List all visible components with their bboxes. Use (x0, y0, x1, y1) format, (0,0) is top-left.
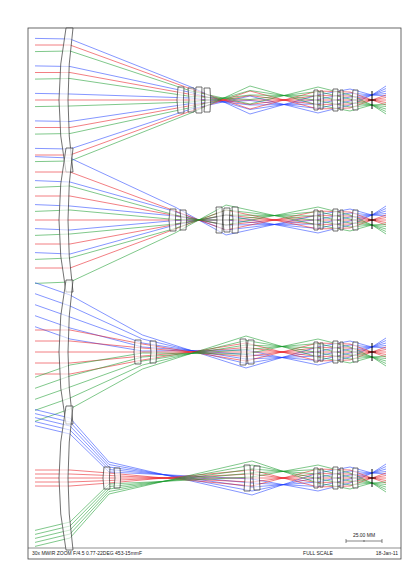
scale-note: FULL SCALE (302, 551, 334, 556)
ray (35, 341, 386, 411)
ray (35, 465, 386, 542)
ray (35, 205, 386, 283)
lens-element (332, 467, 338, 489)
lens-element (114, 468, 121, 488)
lens-element (352, 468, 358, 488)
lens-elements (59, 28, 376, 550)
lens-element (177, 87, 184, 113)
lens-element (332, 89, 338, 111)
lens-element (332, 209, 338, 231)
ray (35, 461, 386, 546)
lens-element (169, 209, 176, 231)
lens-element (314, 90, 319, 110)
ray (35, 414, 386, 491)
lens-element (134, 340, 141, 364)
axis-mark (368, 478, 376, 479)
ray (35, 172, 386, 230)
scale-bar (346, 539, 382, 543)
axis-mark (368, 352, 376, 353)
lens-element (195, 87, 202, 113)
lens-element (332, 341, 338, 363)
lens-element (240, 339, 247, 365)
lens-element (150, 341, 157, 363)
lens-element (253, 466, 260, 490)
scale-bar-label: 25.00 MM (352, 533, 376, 538)
lens-element (204, 88, 211, 112)
frame (28, 28, 401, 559)
ray (35, 89, 386, 122)
lens-element (340, 468, 343, 488)
ray (35, 210, 386, 259)
ray (35, 410, 386, 495)
lens-element (352, 342, 358, 362)
ray (35, 86, 386, 162)
lens-element (320, 91, 323, 109)
lens-element (352, 210, 358, 230)
lens-element (180, 210, 187, 230)
lens-element (340, 90, 343, 110)
lens-element (188, 88, 195, 112)
lens-element (314, 342, 319, 362)
ray (35, 86, 386, 149)
ray (35, 426, 386, 491)
lens-element (352, 90, 358, 110)
axis-mark (368, 220, 376, 221)
ray (35, 51, 386, 114)
ray (35, 79, 386, 112)
footer-rule (28, 548, 401, 549)
lens-element (247, 340, 254, 364)
ray (35, 38, 386, 114)
lens-element (232, 207, 239, 233)
ray-fans (35, 38, 386, 546)
lens-element (314, 210, 319, 230)
axis-mark (368, 100, 376, 101)
ray (35, 283, 386, 368)
lens-element (320, 469, 323, 487)
lens-element (340, 210, 343, 230)
date-stamp: 18-Jan-11 (375, 551, 399, 556)
lens-element (216, 207, 223, 233)
ray (35, 327, 386, 365)
front-lens (59, 406, 73, 550)
lens-element (320, 343, 323, 361)
front-lens (59, 280, 73, 424)
ray (35, 210, 386, 268)
front-lens (59, 148, 73, 292)
drawing-caption: 30x MWIR ZOOM F/4.5 0.77-22DEG 453-15mmF (31, 551, 143, 556)
ray (35, 181, 386, 230)
ray (35, 186, 386, 234)
lens-element (103, 467, 110, 489)
lens-element (340, 342, 343, 362)
lens-element (223, 208, 230, 232)
ray (35, 157, 386, 235)
lens-element (244, 465, 251, 491)
lens-element (314, 468, 319, 488)
ray (35, 294, 386, 364)
lens-element (320, 211, 323, 229)
ray (35, 336, 386, 421)
